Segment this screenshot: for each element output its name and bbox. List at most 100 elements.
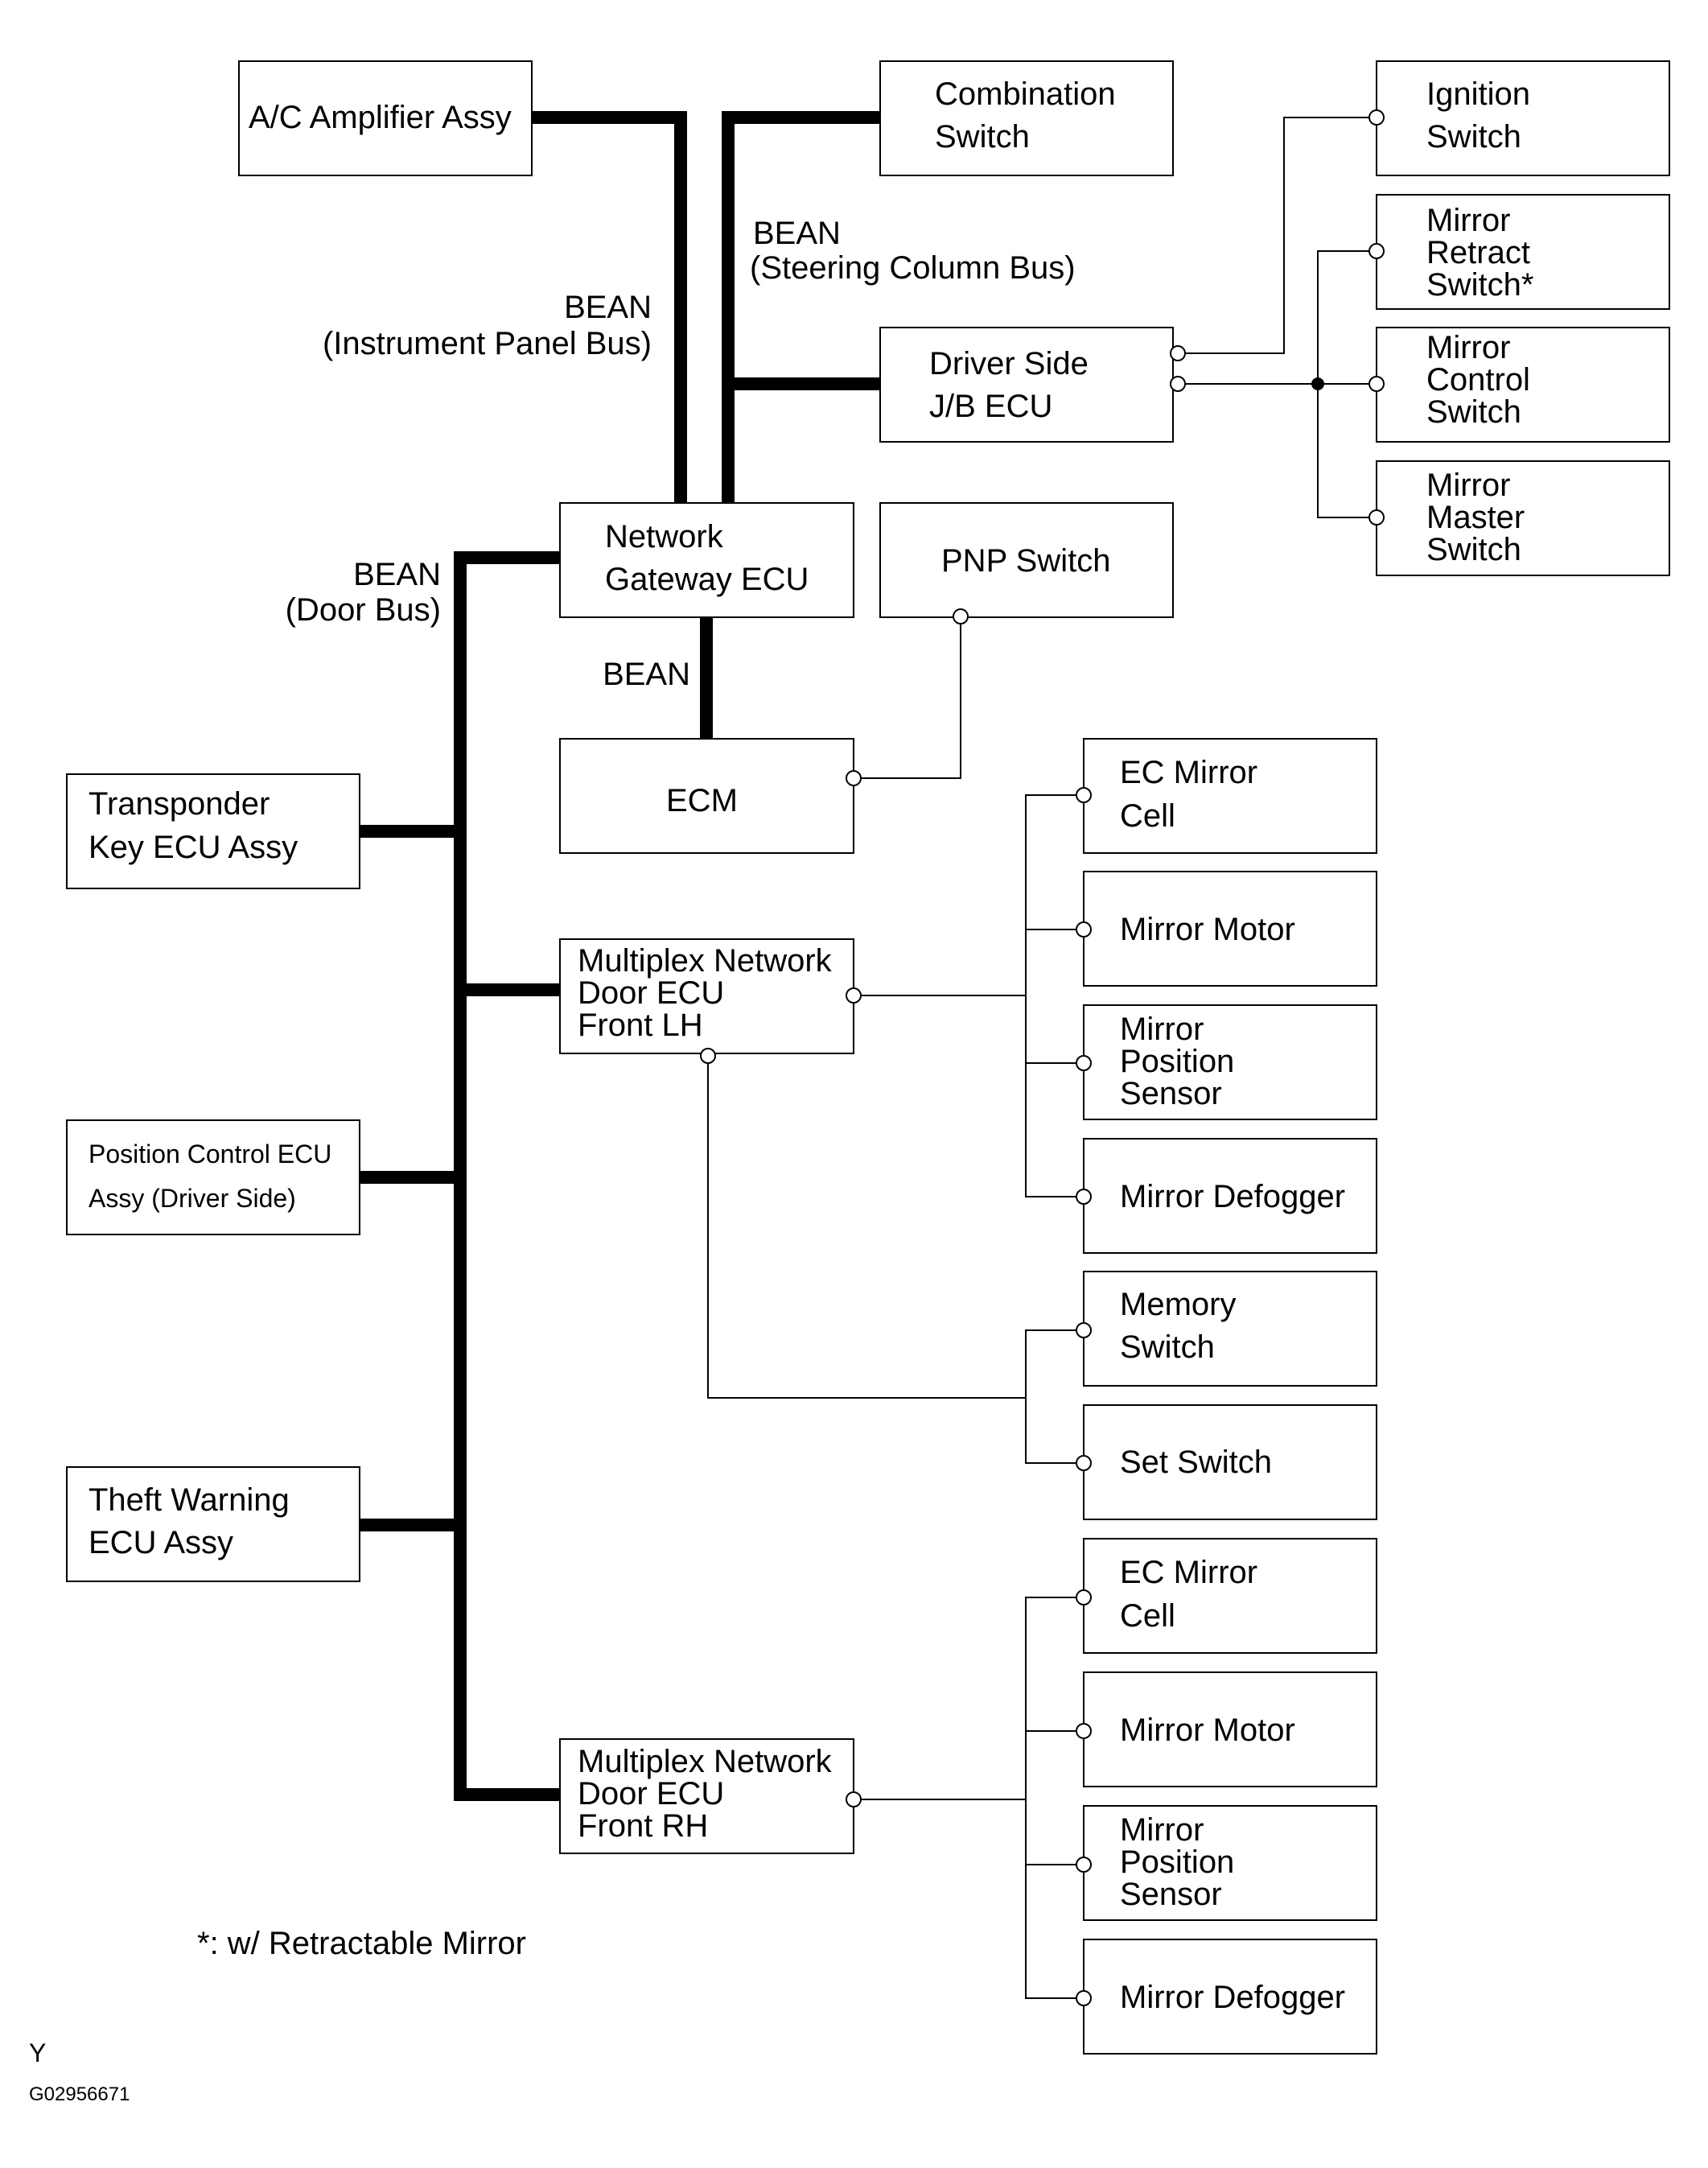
pin-rh-defogger xyxy=(1076,1990,1092,2006)
wire-lh-mirror-bus xyxy=(1025,794,1084,1197)
pin-set xyxy=(1076,1455,1092,1471)
box-set-switch: Set Switch xyxy=(1083,1404,1377,1520)
corner-mark: Y xyxy=(29,2038,46,2067)
wire-pnp-ecm xyxy=(854,616,961,779)
box-label: Mirror xyxy=(1426,468,1510,503)
box-position-control-ecu: Position Control ECU Assy (Driver Side) xyxy=(66,1119,360,1235)
box-label: Switch xyxy=(935,119,1030,155)
box-label: EC Mirror xyxy=(1120,1555,1257,1590)
box-label: Position xyxy=(1120,1044,1234,1079)
box-label: Key ECU Assy xyxy=(88,830,298,865)
figure-code: G02956671 xyxy=(29,2084,130,2105)
box-label: Retract xyxy=(1426,235,1530,270)
wire-jb-ignition xyxy=(1178,117,1377,354)
junction-dot xyxy=(1311,377,1324,390)
box-rh-ec-mirror-cell: EC Mirror Cell xyxy=(1083,1538,1377,1654)
pin-retract xyxy=(1368,243,1385,259)
box-rh-mirror-defogger: Mirror Defogger xyxy=(1083,1939,1377,2055)
box-label: Mirror xyxy=(1120,1812,1204,1848)
box-multiplex-door-ecu-lh: Multiplex Network Door ECU Front LH xyxy=(559,938,854,1054)
pin-lh-ec-mirror xyxy=(1076,787,1092,803)
bus-labels: BEAN (Instrument Panel Bus) BEAN (Steeri… xyxy=(286,216,1076,692)
box-theft-warning-ecu: Theft Warning ECU Assy xyxy=(66,1466,360,1582)
box-label: Mirror Defogger xyxy=(1120,1179,1345,1214)
box-label: Ignition xyxy=(1426,76,1530,112)
box-lh-mirror-position-sensor: Mirror Position Sensor xyxy=(1083,1004,1377,1120)
box-rh-mirror-motor: Mirror Motor xyxy=(1083,1671,1377,1787)
box-label: Position Control ECU xyxy=(88,1140,331,1168)
label-door-bean: BEAN xyxy=(353,557,441,592)
box-label: Control xyxy=(1426,362,1530,398)
pin-lh-ecu-bottom xyxy=(700,1048,716,1064)
box-label: Door ECU xyxy=(578,975,724,1011)
footnote: *: w/ Retractable Mirror xyxy=(197,1926,526,1961)
box-label: Mirror xyxy=(1426,330,1510,365)
box-label: ECM xyxy=(666,783,738,818)
box-label: Mirror xyxy=(1120,1012,1204,1047)
box-label: ECU Assy xyxy=(88,1525,233,1560)
box-label: Master xyxy=(1426,500,1525,535)
box-label: Cell xyxy=(1120,1598,1175,1634)
box-mirror-control-switch: Mirror Control Switch xyxy=(1376,327,1670,443)
bus-steering-column xyxy=(722,111,887,509)
box-label: PNP Switch xyxy=(941,543,1110,579)
pin-master xyxy=(1368,509,1385,526)
box-label: Mirror xyxy=(1426,203,1510,238)
box-mirror-master-switch: Mirror Master Switch xyxy=(1376,460,1670,576)
pin-lh-motor xyxy=(1076,921,1092,938)
box-label: Gateway ECU xyxy=(605,562,809,597)
label-door-bus: (Door Bus) xyxy=(286,592,441,628)
pin-ecm xyxy=(846,770,862,786)
label-ecm-link-bean: BEAN xyxy=(603,657,690,692)
box-label: Switch xyxy=(1426,394,1521,430)
pin-ignition xyxy=(1368,109,1385,126)
pin-memory xyxy=(1076,1322,1092,1338)
bus-lines xyxy=(353,111,887,1801)
box-label: J/B ECU xyxy=(929,389,1052,424)
box-label: Door ECU xyxy=(578,1776,724,1811)
box-label: Front RH xyxy=(578,1808,708,1844)
box-label: Mirror Motor xyxy=(1120,912,1295,947)
box-label: Mirror Motor xyxy=(1120,1713,1295,1748)
box-label: Theft Warning xyxy=(88,1482,290,1518)
label-instrument-panel-bean: BEAN xyxy=(564,290,652,325)
connector-pins xyxy=(700,109,1385,2006)
pin-rh-ec-mirror xyxy=(1076,1589,1092,1605)
pin-control xyxy=(1368,376,1385,392)
pin-rh-ecu-right xyxy=(846,1791,862,1807)
box-label: Transponder xyxy=(88,786,270,822)
box-label: EC Mirror xyxy=(1120,755,1257,790)
pin-lh-ecu-right xyxy=(846,987,862,1004)
box-multiplex-door-ecu-rh: Multiplex Network Door ECU Front RH xyxy=(559,1738,854,1854)
box-pnp-switch: PNP Switch xyxy=(879,502,1174,618)
pin-lh-defogger xyxy=(1076,1189,1092,1205)
pin-rh-sensor xyxy=(1076,1857,1092,1873)
box-lh-mirror-motor: Mirror Motor xyxy=(1083,871,1377,987)
box-ecm: ECM xyxy=(559,738,854,854)
box-label: Multiplex Network xyxy=(578,943,833,979)
pin-jb-upper xyxy=(1170,345,1186,361)
box-label: Mirror Defogger xyxy=(1120,1980,1345,2015)
box-label: Front LH xyxy=(578,1008,703,1043)
box-driver-side-jb-ecu: Driver Side J/B ECU xyxy=(879,327,1174,443)
box-transponder-key-ecu: Transponder Key ECU Assy xyxy=(66,773,360,889)
box-label: Cell xyxy=(1120,798,1175,834)
box-network-gateway-ecu: Network Gateway ECU xyxy=(559,502,854,618)
pin-pnp xyxy=(953,608,969,624)
box-mirror-retract-switch: Mirror Retract Switch* xyxy=(1376,194,1670,310)
box-memory-switch: Memory Switch xyxy=(1083,1271,1377,1387)
bus-door-trunk xyxy=(454,551,566,1801)
box-label: Multiplex Network xyxy=(578,1744,833,1779)
wire-memory-set-bus xyxy=(1025,1329,1084,1464)
box-label: Switch xyxy=(1426,119,1521,155)
box-lh-ec-mirror-cell: EC Mirror Cell xyxy=(1083,738,1377,854)
box-label: Network xyxy=(605,519,724,554)
wire-lh-ecu-memory xyxy=(707,1056,1026,1399)
label-steering-column-bean: BEAN xyxy=(753,216,841,251)
box-combination-switch: Combination Switch xyxy=(879,60,1174,176)
box-label: Assy (Driver Side) xyxy=(88,1184,296,1213)
box-label: Switch* xyxy=(1426,267,1533,303)
box-label: Set Switch xyxy=(1120,1445,1272,1480)
box-lh-mirror-defogger: Mirror Defogger xyxy=(1083,1138,1377,1254)
